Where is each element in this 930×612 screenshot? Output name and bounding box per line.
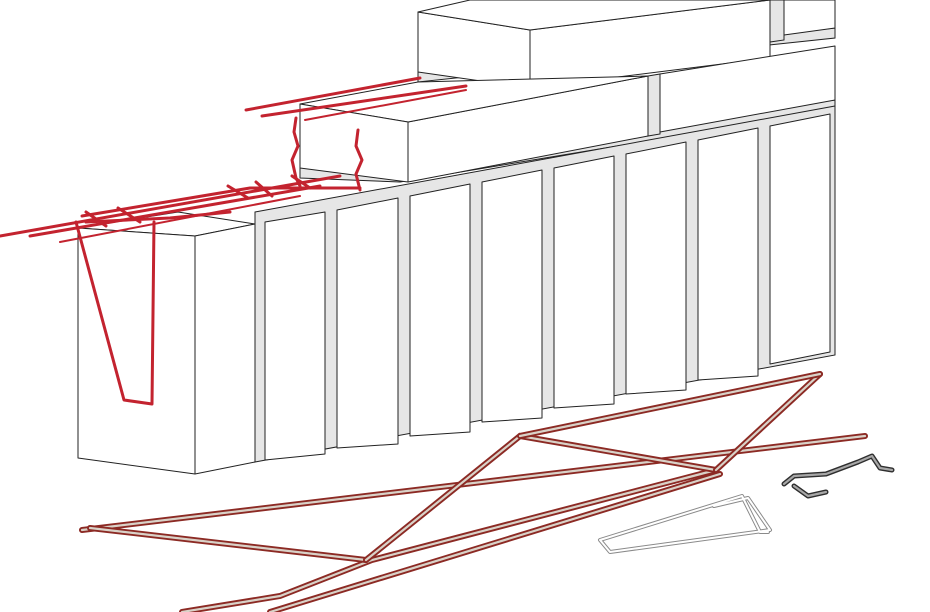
truss-diagonal (364, 434, 718, 562)
second-course (299, 45, 836, 183)
cross-bar-4 (254, 180, 274, 198)
top-right-block (783, 0, 836, 36)
wire-tie-core (599, 495, 771, 553)
upper-rebar-1 (244, 76, 422, 112)
wall-block-3 (409, 183, 471, 437)
truss-second-rod (180, 468, 718, 612)
truss-diagonal-shadow (363, 432, 719, 563)
cross-bar-2 (116, 206, 142, 224)
cross-bar-3 (226, 184, 250, 200)
corner-block-front (194, 223, 256, 475)
wall-block-1 (264, 211, 326, 461)
z-clip-tie (781, 453, 895, 499)
ladder-truss-reinforcement (79, 371, 868, 612)
vertical-hook-right (354, 128, 364, 192)
wall-block-6 (625, 141, 687, 395)
wall-block-2 (336, 197, 399, 449)
upper-course (417, 0, 836, 89)
corner-block-side (77, 227, 196, 475)
clip-tie-lower-core (792, 484, 828, 498)
wall-block-8 (769, 113, 831, 365)
lower-rebar-1 (0, 174, 342, 238)
truss-lower-rod (268, 472, 722, 612)
wall-block-7 (697, 127, 759, 381)
second-block-end (299, 103, 409, 183)
cross-bar-5 (290, 174, 312, 190)
lower-rebar-5 (84, 210, 232, 224)
lower-course (77, 105, 836, 475)
wall-block-5 (553, 155, 615, 409)
clip-tie-core (782, 454, 894, 486)
bed-joint-reinforcement (0, 76, 468, 406)
lower-rebar-4 (80, 186, 362, 218)
upper-rebar-3 (304, 89, 467, 121)
lower-rebar-3 (59, 195, 301, 243)
u-hook-rebar (74, 220, 156, 406)
wall-block-4 (481, 169, 543, 423)
second-mortar-head-joint (647, 73, 661, 137)
top-block-top (417, 0, 771, 31)
second-right-block (659, 45, 836, 133)
cross-bar-1 (84, 210, 108, 228)
upper-rebar-2 (260, 84, 468, 118)
top-mortar-head-joint (769, 0, 785, 43)
truss-cross-rod (88, 526, 368, 562)
truss-left-rod (518, 372, 822, 438)
rectangular-wire-tie (598, 494, 772, 554)
truss-right-diagonal (714, 372, 822, 472)
